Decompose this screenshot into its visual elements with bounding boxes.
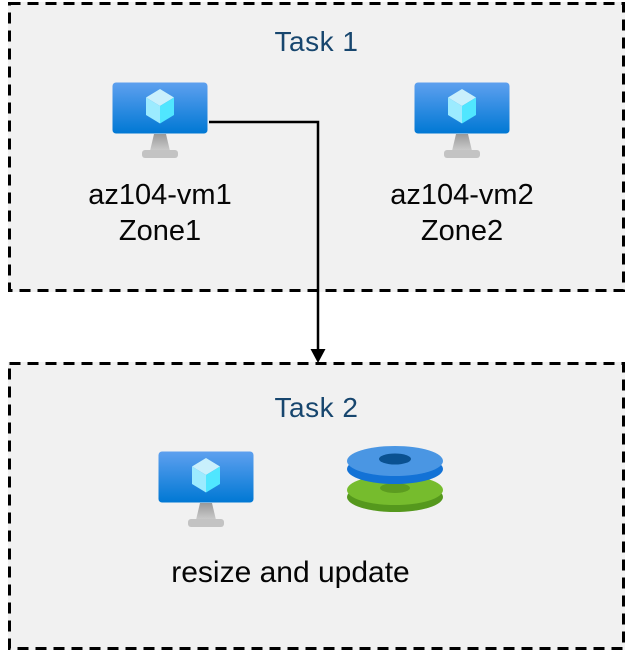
virtual-machine-icon — [158, 451, 254, 527]
monitor-stand — [452, 134, 472, 151]
task2-box: Task 2 resize and update — [8, 362, 625, 650]
monitor-base — [188, 519, 224, 527]
task1-box: Task 1 az104-vm1 Zone1 — [8, 2, 625, 292]
monitor-base — [142, 150, 178, 158]
blue-disk-hole — [379, 453, 411, 465]
task2-title: Task 2 — [274, 392, 359, 423]
cube-right-face — [462, 97, 476, 124]
vm2-name-label: az104-vm2 — [390, 179, 534, 211]
monitor-base — [444, 150, 480, 158]
arrowhead — [310, 349, 326, 363]
cube-right-face — [206, 466, 220, 493]
monitor-stand — [150, 134, 170, 151]
vm1-zone-label: Zone1 — [118, 215, 202, 247]
monitor-stand — [196, 503, 216, 520]
vm1-name-label: az104-vm1 — [88, 179, 232, 211]
task1-title: Task 1 — [274, 26, 359, 57]
task2-caption: resize and update — [171, 556, 410, 589]
cube-left-face — [448, 97, 462, 124]
green-disk-hole — [380, 483, 410, 493]
vm2-zone-label: Zone2 — [420, 215, 504, 247]
cube-left-face — [192, 466, 206, 493]
cube-right-face — [160, 97, 174, 124]
vm1-group: az104-vm1 Zone1 — [65, 82, 255, 249]
virtual-machine-icon — [414, 82, 510, 158]
stacked-disks-icon — [347, 446, 443, 512]
virtual-machine-icon — [112, 82, 208, 158]
cube-left-face — [146, 97, 160, 124]
vm2-group: az104-vm2 Zone2 — [367, 82, 557, 249]
